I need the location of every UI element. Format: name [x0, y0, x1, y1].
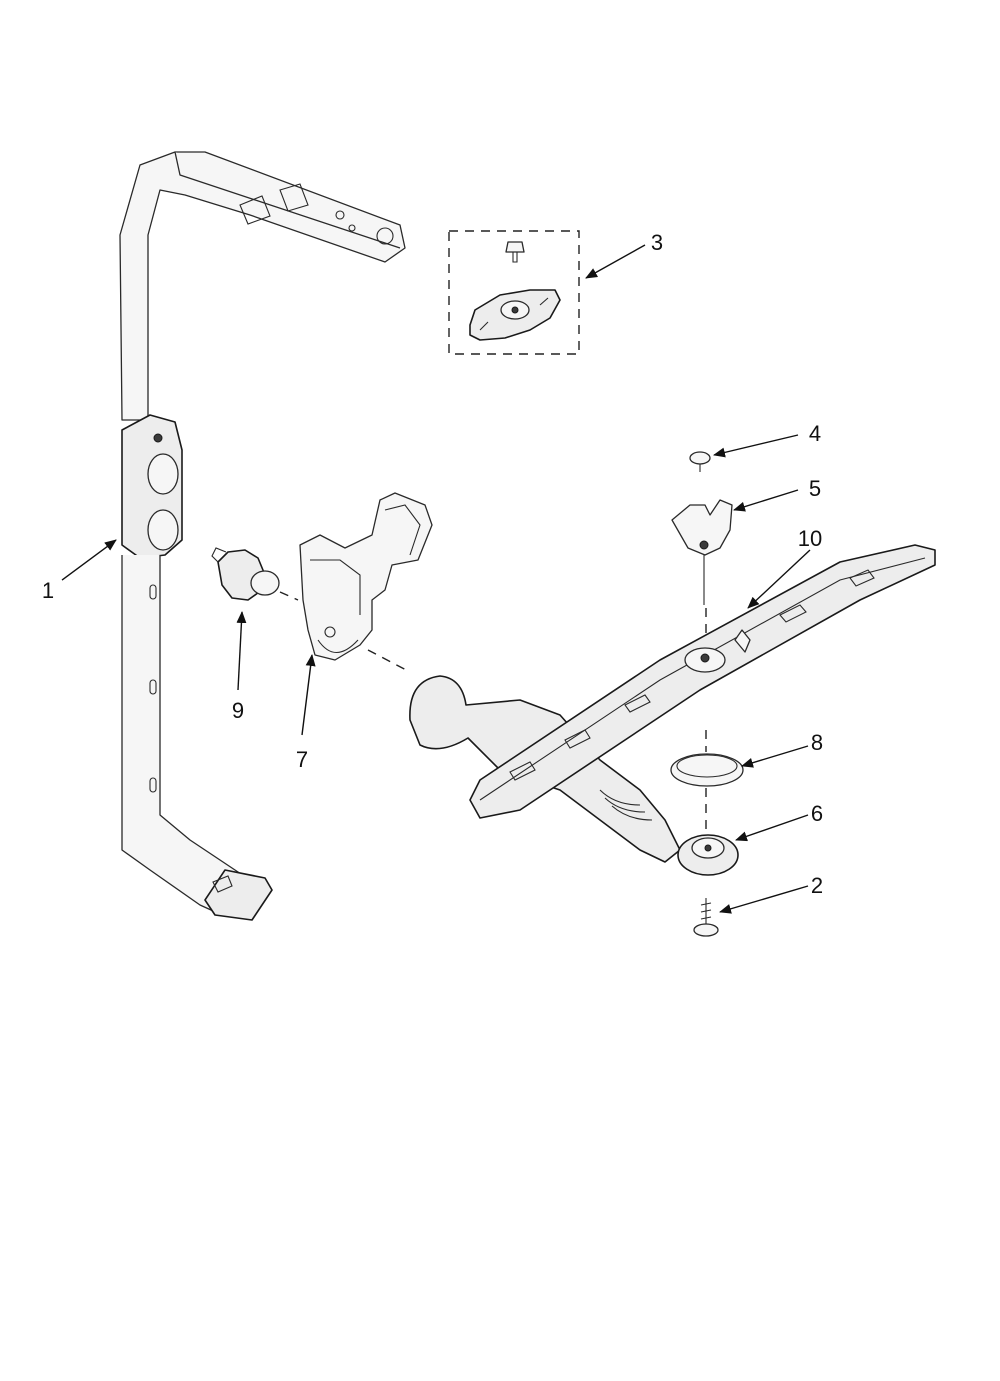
leader-9 — [236, 611, 247, 691]
leader-2 — [719, 885, 809, 914]
part-8-seal-ring — [670, 753, 744, 787]
callout-10: 10 — [798, 526, 822, 551]
callout-7: 7 — [296, 747, 308, 772]
part-9-connector — [211, 547, 280, 601]
part-6-hub — [677, 834, 739, 876]
leader-5 — [733, 489, 799, 512]
callout-2: 2 — [811, 873, 823, 898]
callout-6: 6 — [811, 801, 823, 826]
leader-10 — [747, 549, 811, 609]
callout-8: 8 — [811, 730, 823, 755]
leader-7 — [301, 654, 316, 736]
part-5-bearing-clip — [671, 499, 733, 605]
part-3-bearing-kit — [448, 230, 580, 355]
leader-6 — [735, 814, 809, 842]
leader-4 — [713, 434, 799, 458]
part-2-screw — [693, 898, 719, 937]
leader-1 — [61, 539, 117, 581]
part-7-bracket — [299, 492, 433, 661]
callout-5: 5 — [809, 476, 821, 501]
part-10-spray-arm — [409, 544, 936, 863]
callout-9: 9 — [232, 698, 244, 723]
part-4-screw — [689, 451, 711, 472]
leader-8 — [741, 745, 809, 768]
callout-3: 3 — [651, 230, 663, 255]
leader-3 — [585, 244, 646, 279]
callout-4: 4 — [809, 421, 821, 446]
part-1-supply-tube — [119, 151, 406, 921]
callout-1: 1 — [42, 578, 54, 603]
